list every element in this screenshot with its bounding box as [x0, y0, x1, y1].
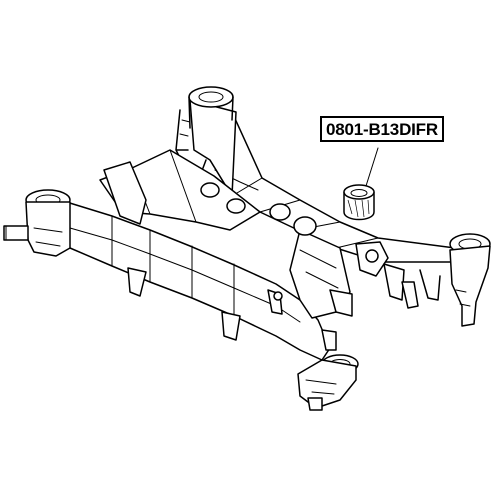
lower-brackets [127, 241, 419, 351]
label-leader-line [365, 147, 379, 187]
bottom-mount [297, 354, 359, 411]
part-number-label: 0801-B13DIFR [320, 116, 444, 142]
left-front-mount [3, 189, 71, 257]
cross-member-holes [200, 182, 317, 236]
right-rear-mount [419, 233, 491, 327]
bushing-part [343, 184, 375, 221]
